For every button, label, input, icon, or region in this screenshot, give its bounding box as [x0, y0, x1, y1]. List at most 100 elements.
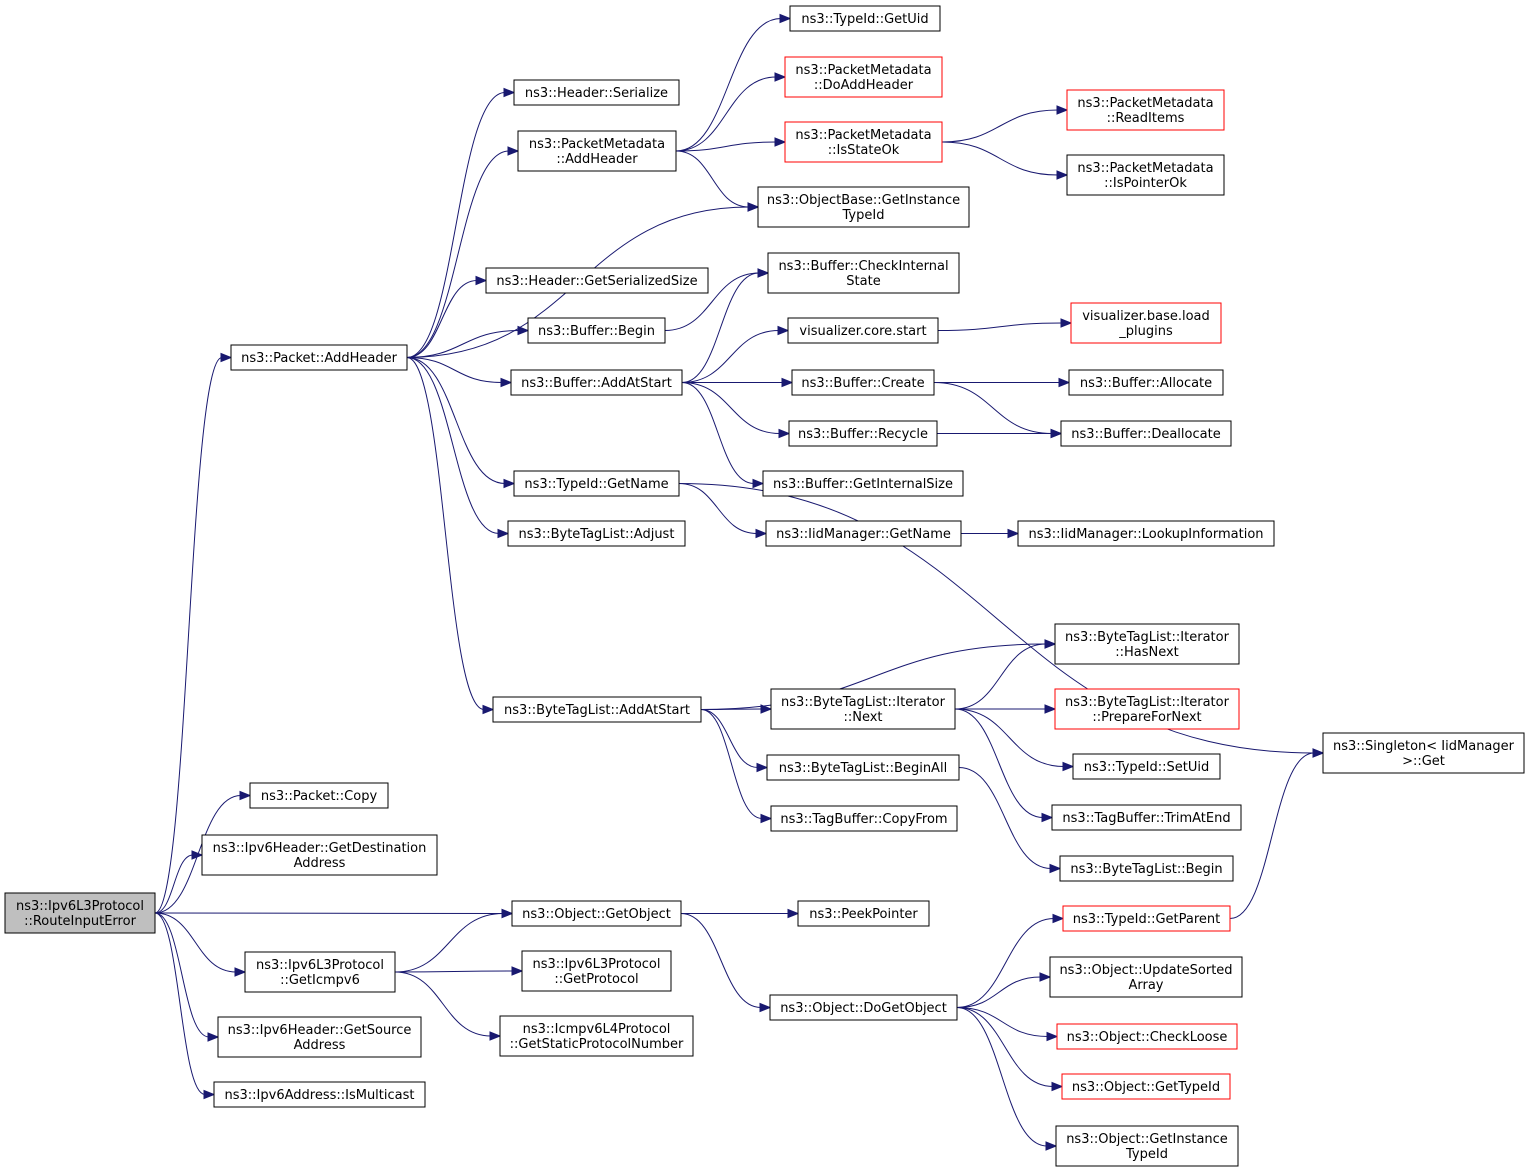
call-edge-n0-n1	[154, 352, 233, 914]
node-label: ns3::Ipv6L3Protocol	[256, 958, 384, 973]
node-label: ns3::Buffer::Allocate	[1080, 376, 1212, 391]
node-box	[788, 420, 938, 447]
node-label: ns3::Buffer::AddAtStart	[521, 376, 672, 391]
node-label: ns3::Ipv6L3Protocol	[16, 899, 144, 914]
node-label: ::IsStateOk	[828, 143, 900, 158]
node-label: ns3::Ipv6Address::IsMulticast	[225, 1088, 415, 1103]
node-ns3-object-checkloose[interactable]: ns3::Object::CheckLoose	[1056, 1023, 1238, 1050]
node-ns3-packetmetadata-isstateok[interactable]: ns3::PacketMetadata::IsStateOk	[784, 121, 943, 163]
node-label: ns3::Buffer::Deallocate	[1071, 427, 1220, 442]
node-label: visualizer.base.load	[1082, 309, 1210, 324]
call-edge-n8-n18	[675, 13, 792, 152]
node-ns3-tagbuffer-trimatend[interactable]: ns3::TagBuffer::TrimAtEnd	[1051, 804, 1242, 831]
node-ns3-object-gettypeid[interactable]: ns3::Object::GetTypeId	[1061, 1073, 1231, 1100]
node-box	[492, 696, 702, 723]
node-ns3-singleton-iidmanager-get[interactable]: ns3::Singleton< IidManager >::Get	[1322, 732, 1525, 774]
node-box	[1054, 688, 1240, 730]
node-label: ns3::Buffer::CheckInternal	[778, 259, 948, 274]
node-box	[213, 1081, 426, 1108]
node-visualizer-core-start[interactable]: visualizer.core.start	[787, 317, 939, 344]
call-edge-n28-n40	[955, 704, 1057, 714]
node-box	[1055, 1125, 1239, 1167]
node-box	[1070, 302, 1222, 344]
call-edge-n20-n34	[941, 141, 1069, 180]
call-edge-n8-n21	[675, 150, 760, 212]
node-ns3-bytetaglist-begin[interactable]: ns3::ByteTagList::Begin	[1059, 855, 1234, 882]
node-ns3-object-getobject[interactable]: ns3::Object::GetObject	[511, 900, 682, 927]
call-edge-n27-n38	[960, 528, 1020, 539]
node-ns3-buffer-deallocate[interactable]: ns3::Buffer::Deallocate	[1060, 420, 1232, 447]
node-label: ::IsPointerOk	[1104, 176, 1187, 191]
node-ns3-packetmetadata-addheader[interactable]: ns3::PacketMetadata::AddHeader	[517, 130, 677, 172]
node-ns3-bytetaglist-addatstart[interactable]: ns3::ByteTagList::AddAtStart	[492, 696, 702, 723]
node-ns3-object-dogetobject[interactable]: ns3::Object::DoGetObject	[769, 994, 958, 1021]
node-label: ns3::TypeId::GetUid	[801, 12, 928, 27]
node-ns3-iidmanager-lookupinformation[interactable]: ns3::IidManager::LookupInformation	[1017, 520, 1275, 547]
node-ns3-packetmetadata-readitems[interactable]: ns3::PacketMetadata::ReadItems	[1066, 89, 1225, 131]
node-box	[513, 79, 680, 106]
node-label: ns3::TypeId::SetUid	[1084, 760, 1209, 775]
node-ns3-buffer-recycle[interactable]: ns3::Buffer::Recycle	[788, 420, 938, 447]
node-ns3-packet-addheader[interactable]: ns3::Packet::AddHeader	[230, 344, 408, 371]
node-ns3-packetmetadata-ispointerok[interactable]: ns3::PacketMetadata::IsPointerOk	[1066, 154, 1225, 196]
node-box	[521, 950, 672, 992]
node-box	[201, 834, 438, 876]
node-ns3-buffer-begin[interactable]: ns3::Buffer::Begin	[527, 317, 666, 344]
call-edge-n15-n31	[680, 908, 800, 919]
node-ns3-buffer-allocate[interactable]: ns3::Buffer::Allocate	[1068, 369, 1224, 396]
node-label: ::DoAddHeader	[814, 78, 914, 93]
node-ns3-typeid-getname[interactable]: ns3::TypeId::GetName	[513, 470, 680, 497]
node-ns3-packetmetadata-doaddheader[interactable]: ns3::PacketMetadata::DoAddHeader	[784, 56, 943, 98]
node-label: ns3::ByteTagList::Iterator	[1065, 630, 1230, 645]
node-visualizer-base-load-plugins[interactable]: visualizer.base.load_plugins	[1070, 302, 1222, 344]
node-label: ns3::Ipv6Header::GetSource	[228, 1023, 412, 1038]
node-ns3-bytetaglist-iterator-hasnext[interactable]: ns3::ByteTagList::Iterator::HasNext	[1054, 623, 1240, 665]
node-label: ns3::Ipv6L3Protocol	[533, 957, 661, 972]
node-ns3-ipv6address-ismulticast[interactable]: ns3::Ipv6Address::IsMulticast	[213, 1081, 426, 1108]
node-label: ns3::TypeId::GetParent	[1073, 912, 1221, 927]
node-ns3-buffer-getinternalsize[interactable]: ns3::Buffer::GetInternalSize	[762, 470, 964, 497]
node-box	[527, 317, 666, 344]
node-ns3-bytetaglist-iterator-next[interactable]: ns3::ByteTagList::Iterator::Next	[770, 688, 956, 730]
call-edge-n32-n47	[956, 1007, 1059, 1042]
node-label: ns3::Buffer::GetInternalSize	[773, 477, 953, 492]
call-edge-n32-n46	[956, 972, 1052, 1008]
node-label: ns3::Header::Serialize	[525, 86, 668, 101]
node-ns3-buffer-create[interactable]: ns3::Buffer::Create	[791, 369, 935, 396]
node-label: ::GetIcmpv6	[280, 973, 360, 988]
node-ns3-icmpv6l4protocol-getstaticprotocolnumber[interactable]: ns3::Icmpv6L4Protocol::GetStaticProtocol…	[499, 1015, 694, 1057]
call-edge-n0-n3	[154, 850, 204, 914]
node-ns3-buffer-addatstart[interactable]: ns3::Buffer::AddAtStart	[510, 369, 683, 396]
node-ns3-bytetaglist-beginall[interactable]: ns3::ByteTagList::BeginAll	[766, 754, 960, 781]
node-box	[784, 56, 943, 98]
node-box	[797, 900, 930, 927]
node-ns3-header-serialize[interactable]: ns3::Header::Serialize	[513, 79, 680, 106]
node-ns3-ipv6l3protocol-geticmpv6[interactable]: ns3::Ipv6L3Protocol::GetIcmpv6	[244, 951, 396, 993]
node-ns3-typeid-getuid[interactable]: ns3::TypeId::GetUid	[789, 5, 941, 32]
call-edge-n45-n44	[1229, 748, 1325, 919]
node-ns3-typeid-getparent[interactable]: ns3::TypeId::GetParent	[1062, 905, 1231, 932]
node-ns3-typeid-setuid[interactable]: ns3::TypeId::SetUid	[1072, 753, 1221, 780]
node-ns3-tagbuffer-copyfrom[interactable]: ns3::TagBuffer::CopyFrom	[770, 805, 958, 832]
node-box	[762, 470, 964, 497]
node-ns3-ipv6l3protocol-routeinputerror[interactable]: ns3::Ipv6L3Protocol::RouteInputError	[4, 892, 156, 934]
node-label: ns3::Buffer::Recycle	[798, 427, 928, 442]
node-ns3-peekpointer[interactable]: ns3::PeekPointer	[797, 900, 930, 927]
node-ns3-bytetaglist-iterator-preparefornext[interactable]: ns3::ByteTagList::Iterator::PrepareForNe…	[1054, 688, 1240, 730]
node-ns3-header-getserializedsize[interactable]: ns3::Header::GetSerializedSize	[485, 267, 709, 294]
node-box	[513, 470, 680, 497]
node-ns3-ipv6l3protocol-getprotocol[interactable]: ns3::Ipv6L3Protocol::GetProtocol	[521, 950, 672, 992]
node-label: ns3::Object::DoGetObject	[780, 1001, 947, 1016]
call-edge-n0-n4	[154, 912, 247, 977]
node-ns3-packet-copy[interactable]: ns3::Packet::Copy	[249, 782, 389, 809]
node-box	[757, 186, 970, 228]
node-ns3-iidmanager-getname[interactable]: ns3::IidManager::GetName	[765, 520, 962, 547]
node-ns3-bytetaglist-adjust[interactable]: ns3::ByteTagList::Adjust	[507, 520, 686, 547]
call-edge-n28-n39	[954, 639, 1057, 710]
